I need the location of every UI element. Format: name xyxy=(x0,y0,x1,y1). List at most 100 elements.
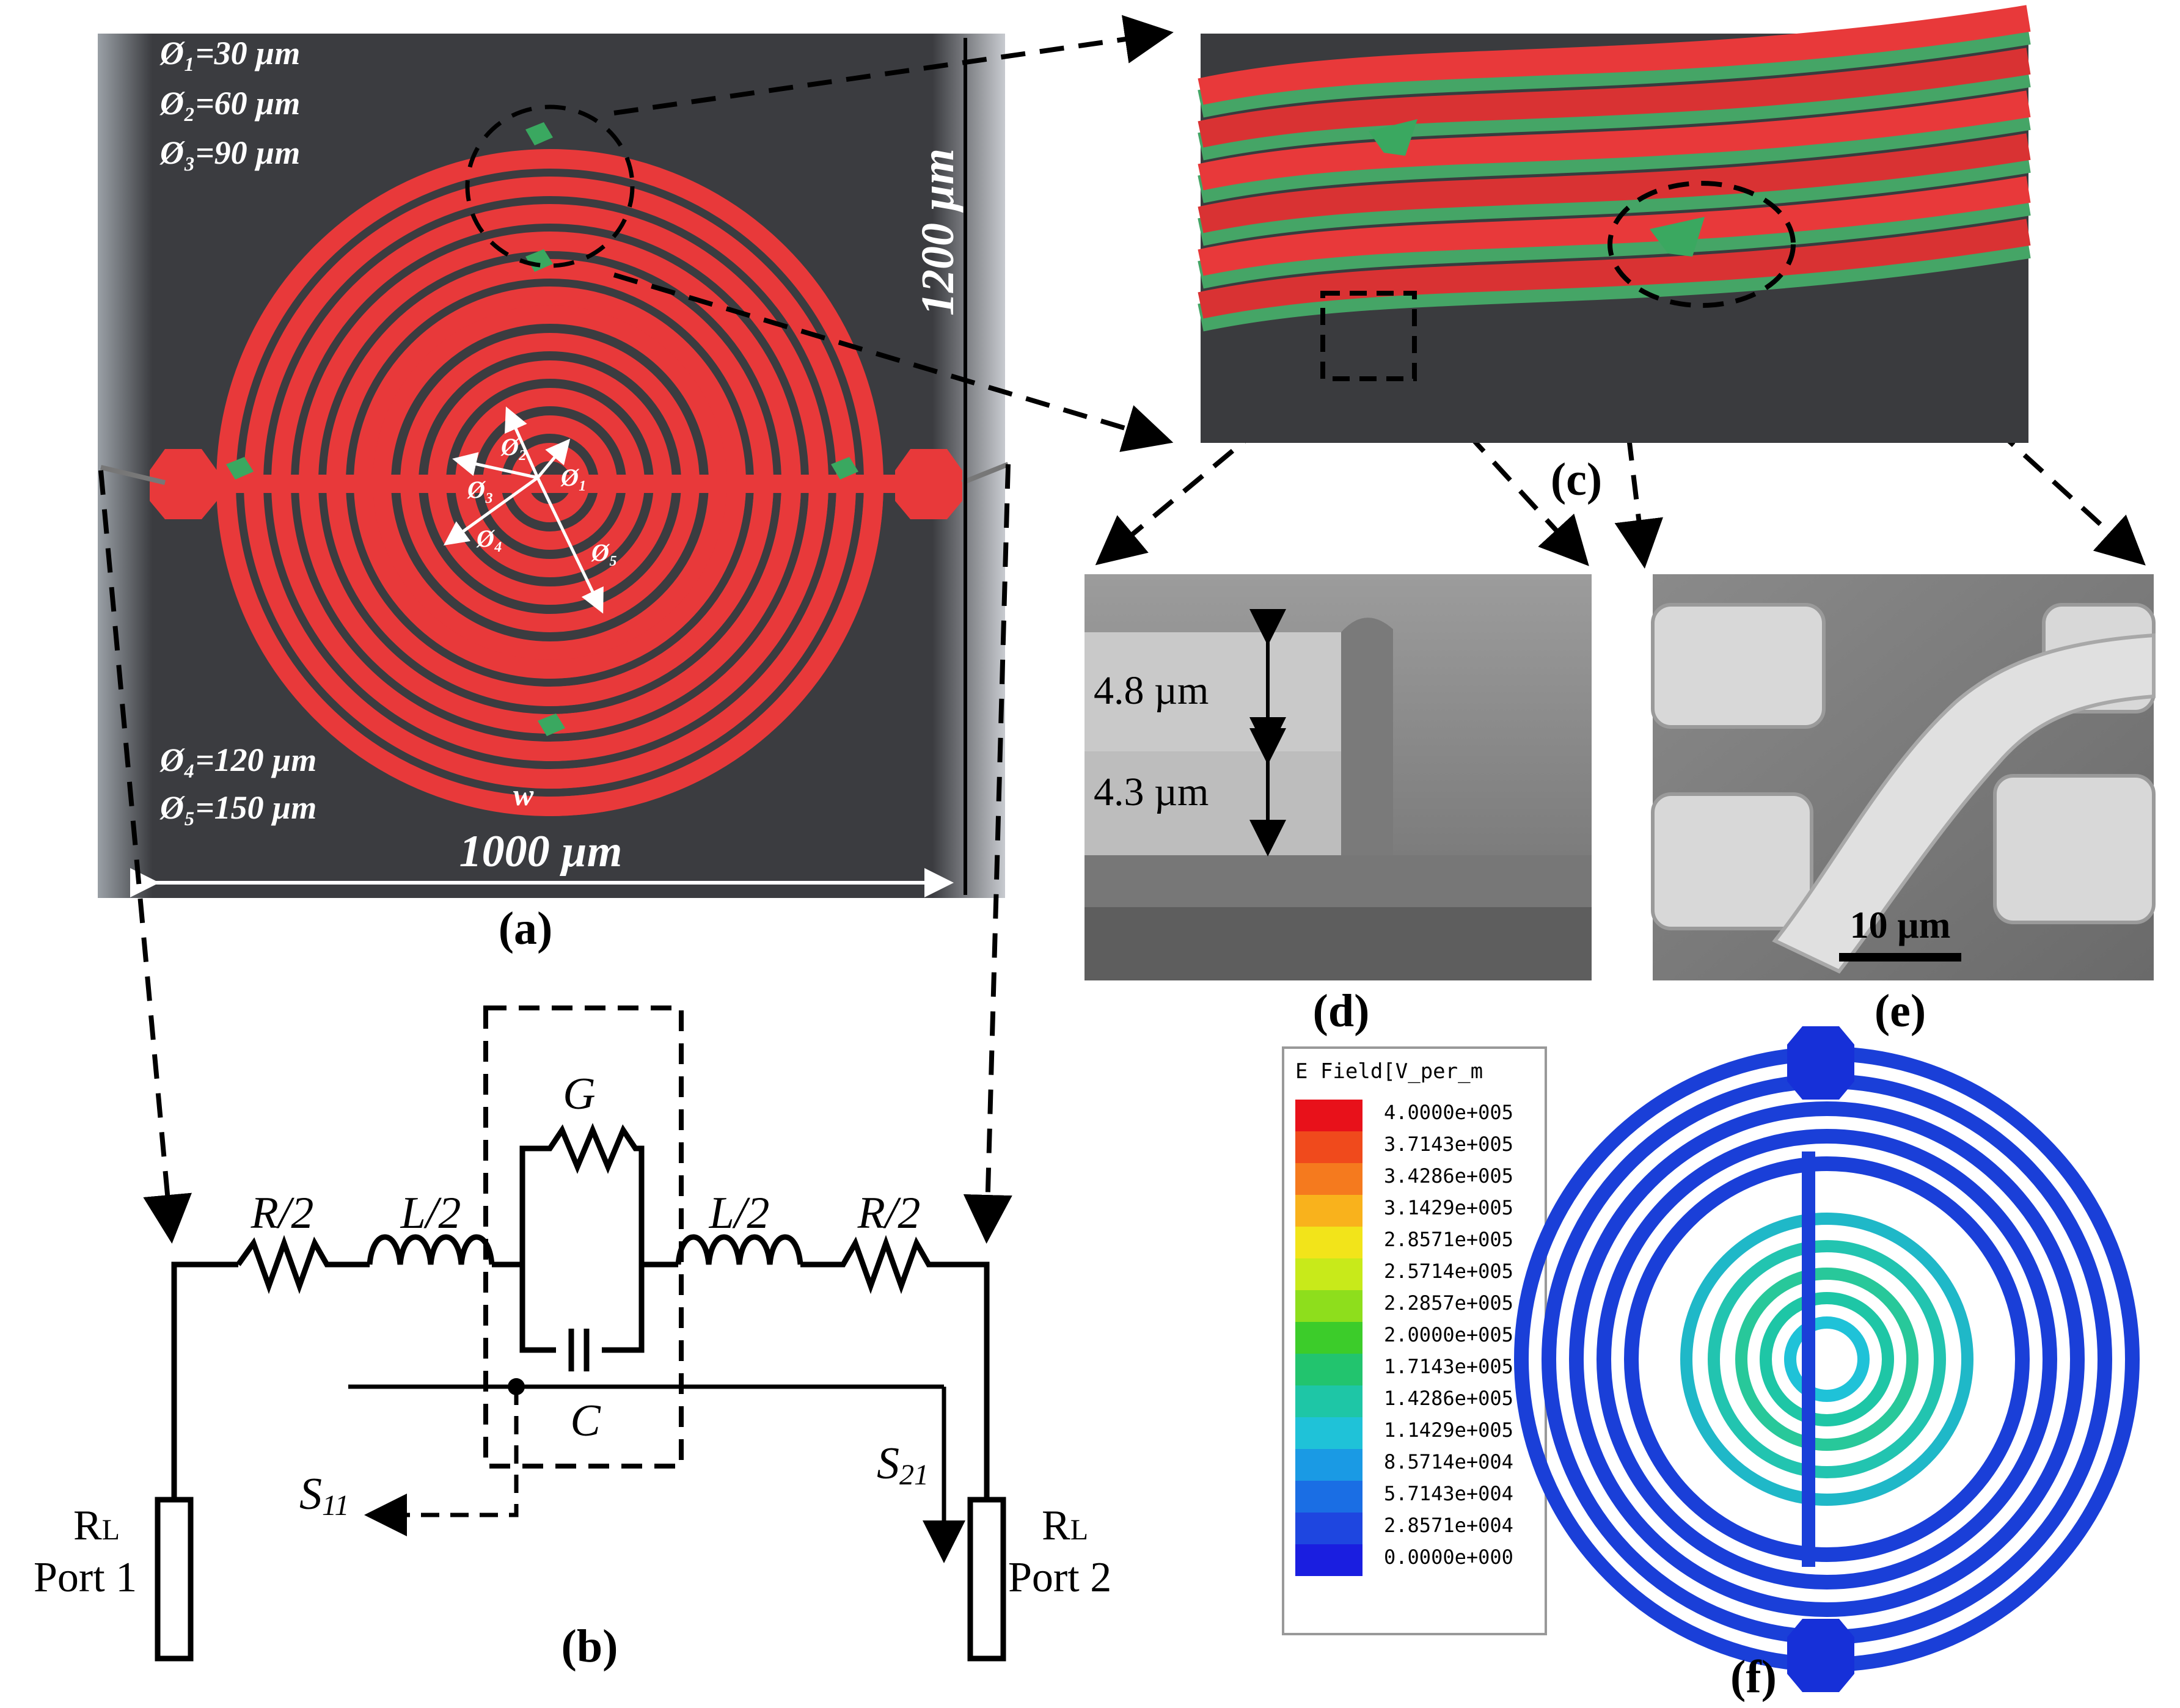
legend-swatch xyxy=(1295,1417,1362,1449)
scale-label: 10 µm xyxy=(1850,905,1951,946)
air-bridge xyxy=(1772,633,2156,974)
legend-value: 5.7143e+004 xyxy=(1384,1482,1513,1505)
legend-swatch xyxy=(1295,1385,1362,1417)
legend-value: 8.5714e+004 xyxy=(1384,1450,1513,1473)
field-turn-2 xyxy=(1569,1101,2085,1617)
w-label: w xyxy=(513,778,534,812)
port1-rl: RL xyxy=(73,1502,120,1549)
legend-swatch xyxy=(1295,1195,1362,1227)
label-s21: S21 xyxy=(877,1439,929,1491)
port1-name: Port 1 xyxy=(34,1554,137,1601)
panel-b xyxy=(155,1005,1006,1662)
layer-bottom xyxy=(1085,751,1341,855)
legend-swatch xyxy=(1295,1227,1362,1258)
center-label-4: Ø₄ xyxy=(476,525,503,552)
legend-value: 1.4286e+005 xyxy=(1384,1387,1513,1410)
legend-swatch xyxy=(1295,1513,1362,1544)
legend-value: 2.5714e+005 xyxy=(1384,1260,1513,1283)
outer-lower-1 xyxy=(326,482,774,706)
field-pad-top xyxy=(1787,1026,1854,1100)
legend-value: 1.1429e+005 xyxy=(1384,1418,1513,1442)
panel-e: 10 µm (e) xyxy=(1651,574,2156,1037)
zoom-circle xyxy=(465,104,635,268)
height-dim-label: 1200 µm xyxy=(912,148,964,316)
right-pad xyxy=(895,449,962,519)
field-inner-3 xyxy=(1760,1292,1894,1426)
legend-value: 3.7143e+005 xyxy=(1384,1133,1513,1156)
left-probe xyxy=(100,465,166,485)
resistor-left xyxy=(236,1235,370,1294)
panel-b-labels: R/2 L/2 G C L/2 R/2 S11 S21 RL Port 1 RL… xyxy=(34,1069,1111,1672)
red-trace-3 xyxy=(1198,133,2031,233)
legend-value: 1.7143e+005 xyxy=(1384,1355,1513,1378)
label-r-left: R/2 xyxy=(251,1188,314,1238)
label-l-right: L/2 xyxy=(709,1188,770,1238)
panel-d: 4.8 µm 4.3 µm (d) xyxy=(1085,574,1592,1037)
diameter-1: Ø₁=30 µm xyxy=(159,35,300,71)
zoom-ellipse xyxy=(1608,181,1796,308)
label-e: (e) xyxy=(1875,985,1926,1037)
field-turn-0 xyxy=(1514,1046,2140,1672)
red-trace-2 xyxy=(1198,90,2031,191)
inductor-left xyxy=(367,1234,495,1265)
field-pad-bottom xyxy=(1787,1619,1854,1692)
legend-swatch xyxy=(1295,1322,1362,1354)
center-label-5: Ø₅ xyxy=(591,539,618,566)
label-f: (f) xyxy=(1730,1651,1777,1703)
outer-lower-0 xyxy=(354,482,746,679)
field-inner-1 xyxy=(1708,1240,1946,1478)
diameter-arrows xyxy=(443,406,604,614)
outer-lower-5 xyxy=(216,482,883,816)
thickness-top: 4.8 µm xyxy=(1094,668,1209,713)
label-d: (d) xyxy=(1313,985,1370,1037)
inductor-right xyxy=(675,1234,803,1265)
legend-swatch xyxy=(1295,1449,1362,1481)
legend-scale: 4.0000e+005 3.7143e+005 3.4286e+005 3.1429e… xyxy=(1295,1100,1513,1576)
center-label-3: Ø₃ xyxy=(467,476,494,503)
diameter-2: Ø₂=60 µm xyxy=(159,85,300,122)
red-trace-1 xyxy=(1198,48,2031,148)
label-r-right: R/2 xyxy=(857,1188,921,1238)
legend-value: 2.0000e+005 xyxy=(1384,1323,1513,1346)
legend-value: 0.0000e+000 xyxy=(1384,1546,1513,1569)
center-label-2: Ø₂ xyxy=(500,433,527,461)
label-b: (b) xyxy=(561,1621,618,1672)
field-inner-2 xyxy=(1735,1268,1918,1451)
legend-value: 3.1429e+005 xyxy=(1384,1196,1513,1219)
red-trace-0 xyxy=(1198,5,2031,105)
layer-top xyxy=(1085,632,1341,751)
label-a: (a) xyxy=(499,903,553,954)
diameter-5: Ø₅=150 µm xyxy=(159,789,316,826)
coil-traces xyxy=(216,149,895,816)
thickness-bottom: 4.3 µm xyxy=(1094,770,1209,814)
label-c: (c) xyxy=(1551,454,1602,505)
red-trace-5 xyxy=(1198,219,2031,319)
legend-swatch xyxy=(1295,1131,1362,1163)
field-inner-0 xyxy=(1680,1213,1973,1506)
label-c: C xyxy=(570,1396,601,1446)
legend-value: 2.8571e+004 xyxy=(1384,1514,1513,1537)
legend-value: 2.8571e+005 xyxy=(1384,1228,1513,1251)
panel-a: Ø₂ Ø₁ Ø₃ Ø₄ Ø₅ Ø₁=30 µm Ø₂=60 µm Ø₃=90 µ… xyxy=(98,34,1009,954)
label-s11: S11 xyxy=(299,1469,349,1522)
panel-f: E Field[V_per_m 4.0000e+005 3.7143e+005 3.… xyxy=(1282,1026,2140,1703)
right-probe xyxy=(961,462,1009,485)
outer-lower-4 xyxy=(244,482,856,789)
left-pad xyxy=(150,449,217,519)
s11-arrow xyxy=(364,1387,519,1536)
field-inner-4 xyxy=(1784,1316,1870,1402)
vias xyxy=(226,122,858,736)
panel-c: (c) xyxy=(1198,5,2031,505)
legend-value: 3.4286e+005 xyxy=(1384,1164,1513,1188)
port2-load xyxy=(967,1497,1006,1662)
resistor-right xyxy=(800,1235,990,1646)
legend-swatch xyxy=(1295,1354,1362,1385)
legend-swatch xyxy=(1295,1544,1362,1576)
legend-swatch xyxy=(1295,1290,1362,1322)
legend-value: 2.2857e+005 xyxy=(1384,1291,1513,1315)
legend-value: 4.0000e+005 xyxy=(1384,1101,1513,1124)
render-traces xyxy=(1198,5,2031,332)
legend-title: E Field[V_per_m xyxy=(1295,1059,1483,1084)
zoom-rect xyxy=(1320,291,1417,381)
